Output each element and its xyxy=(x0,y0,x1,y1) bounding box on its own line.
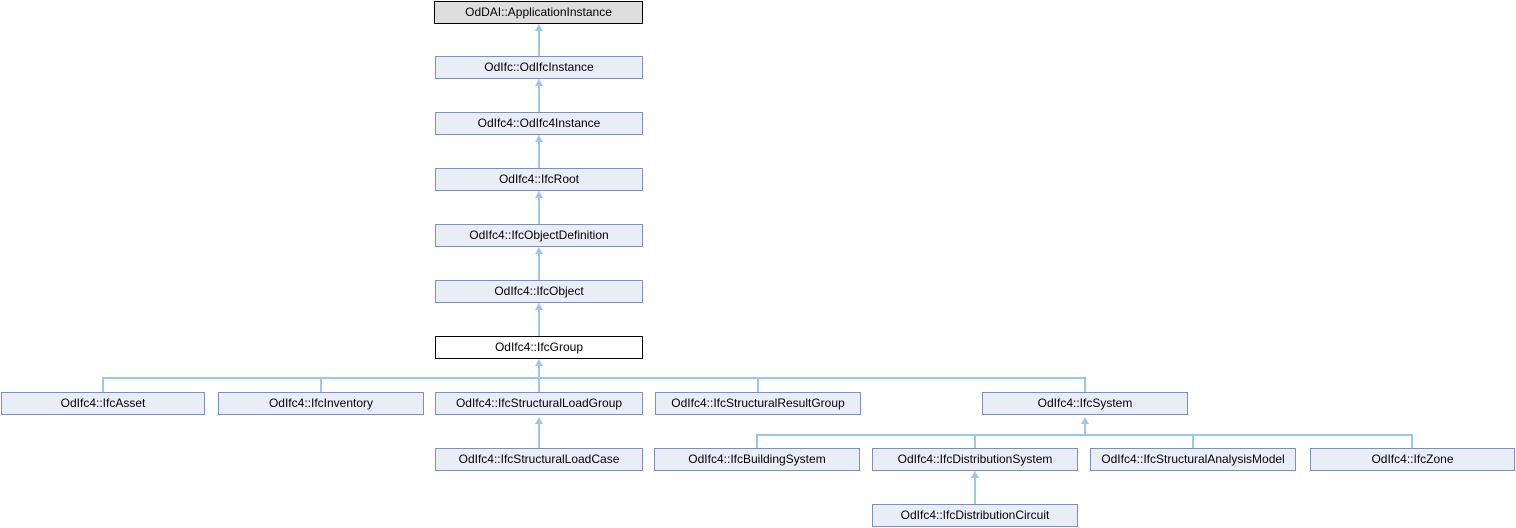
edge-hline xyxy=(103,377,1086,379)
edge-arrow-up xyxy=(535,303,543,310)
edge-vline xyxy=(538,31,540,56)
edge-vline xyxy=(538,424,540,448)
edge-arrow-up xyxy=(535,247,543,254)
edge-vline xyxy=(102,377,104,392)
edge-vline xyxy=(538,198,540,224)
edge-vline xyxy=(538,310,540,336)
edge-vline xyxy=(538,86,540,112)
edge-vline xyxy=(757,377,759,392)
node-odifc4-ifcsystem[interactable]: OdIfc4::IfcSystem xyxy=(982,392,1188,415)
node-odifc4-ifcobjectdefinition[interactable]: OdIfc4::IfcObjectDefinition xyxy=(435,224,643,247)
edge-arrow-up xyxy=(535,24,543,31)
node-odifc4-ifcobject[interactable]: OdIfc4::IfcObject xyxy=(435,280,643,303)
edge-arrow-up xyxy=(1081,417,1089,424)
node-odifc4-ifcstructuralloadgroup[interactable]: OdIfc4::IfcStructuralLoadGroup xyxy=(435,392,643,415)
node-odifc4-ifcdistributionsystem[interactable]: OdIfc4::IfcDistributionSystem xyxy=(872,448,1078,471)
edge-vline xyxy=(320,377,322,392)
node-odifc4-ifcstructuralanalysismodel[interactable]: OdIfc4::IfcStructuralAnalysisModel xyxy=(1090,448,1296,471)
node-odifc4-ifcasset[interactable]: OdIfc4::IfcAsset xyxy=(1,392,205,415)
edge-arrow-up xyxy=(535,359,543,366)
edge-hline xyxy=(757,434,1413,436)
edge-vline xyxy=(1192,434,1194,448)
edge-vline xyxy=(1411,434,1413,448)
node-odifc-odifcinstance[interactable]: OdIfc::OdIfcInstance xyxy=(435,56,643,79)
node-odifc4-ifcstructuralloadcase[interactable]: OdIfc4::IfcStructuralLoadCase xyxy=(435,448,643,471)
edge-vline xyxy=(538,254,540,280)
node-oddai-applicationinstance: OdDAI::ApplicationInstance xyxy=(434,1,643,24)
node-odifc4-ifcgroup: OdIfc4::IfcGroup xyxy=(435,336,643,359)
edge-vline xyxy=(974,478,976,504)
node-odifc4-ifcinventory[interactable]: OdIfc4::IfcInventory xyxy=(218,392,424,415)
node-odifc4-ifcstructuralresultgroup[interactable]: OdIfc4::IfcStructuralResultGroup xyxy=(655,392,861,415)
edge-vline xyxy=(1084,424,1086,434)
edge-vline xyxy=(538,366,540,392)
edge-arrow-up xyxy=(535,135,543,142)
node-odifc4-odifc4instance[interactable]: OdIfc4::OdIfc4Instance xyxy=(435,112,643,135)
edge-vline xyxy=(538,142,540,168)
node-odifc4-ifcbuildingsystem[interactable]: OdIfc4::IfcBuildingSystem xyxy=(654,448,860,471)
edge-arrow-up xyxy=(535,417,543,424)
edge-vline xyxy=(756,434,758,448)
node-odifc4-ifcroot[interactable]: OdIfc4::IfcRoot xyxy=(435,168,643,191)
node-odifc4-ifczone[interactable]: OdIfc4::IfcZone xyxy=(1310,448,1515,471)
edge-arrow-up xyxy=(535,191,543,198)
edge-arrow-up xyxy=(971,471,979,478)
edge-arrow-up xyxy=(535,79,543,86)
node-odifc4-ifcdistributioncircuit[interactable]: OdIfc4::IfcDistributionCircuit xyxy=(872,504,1078,527)
edge-vline xyxy=(974,434,976,448)
edge-vline xyxy=(1084,377,1086,392)
